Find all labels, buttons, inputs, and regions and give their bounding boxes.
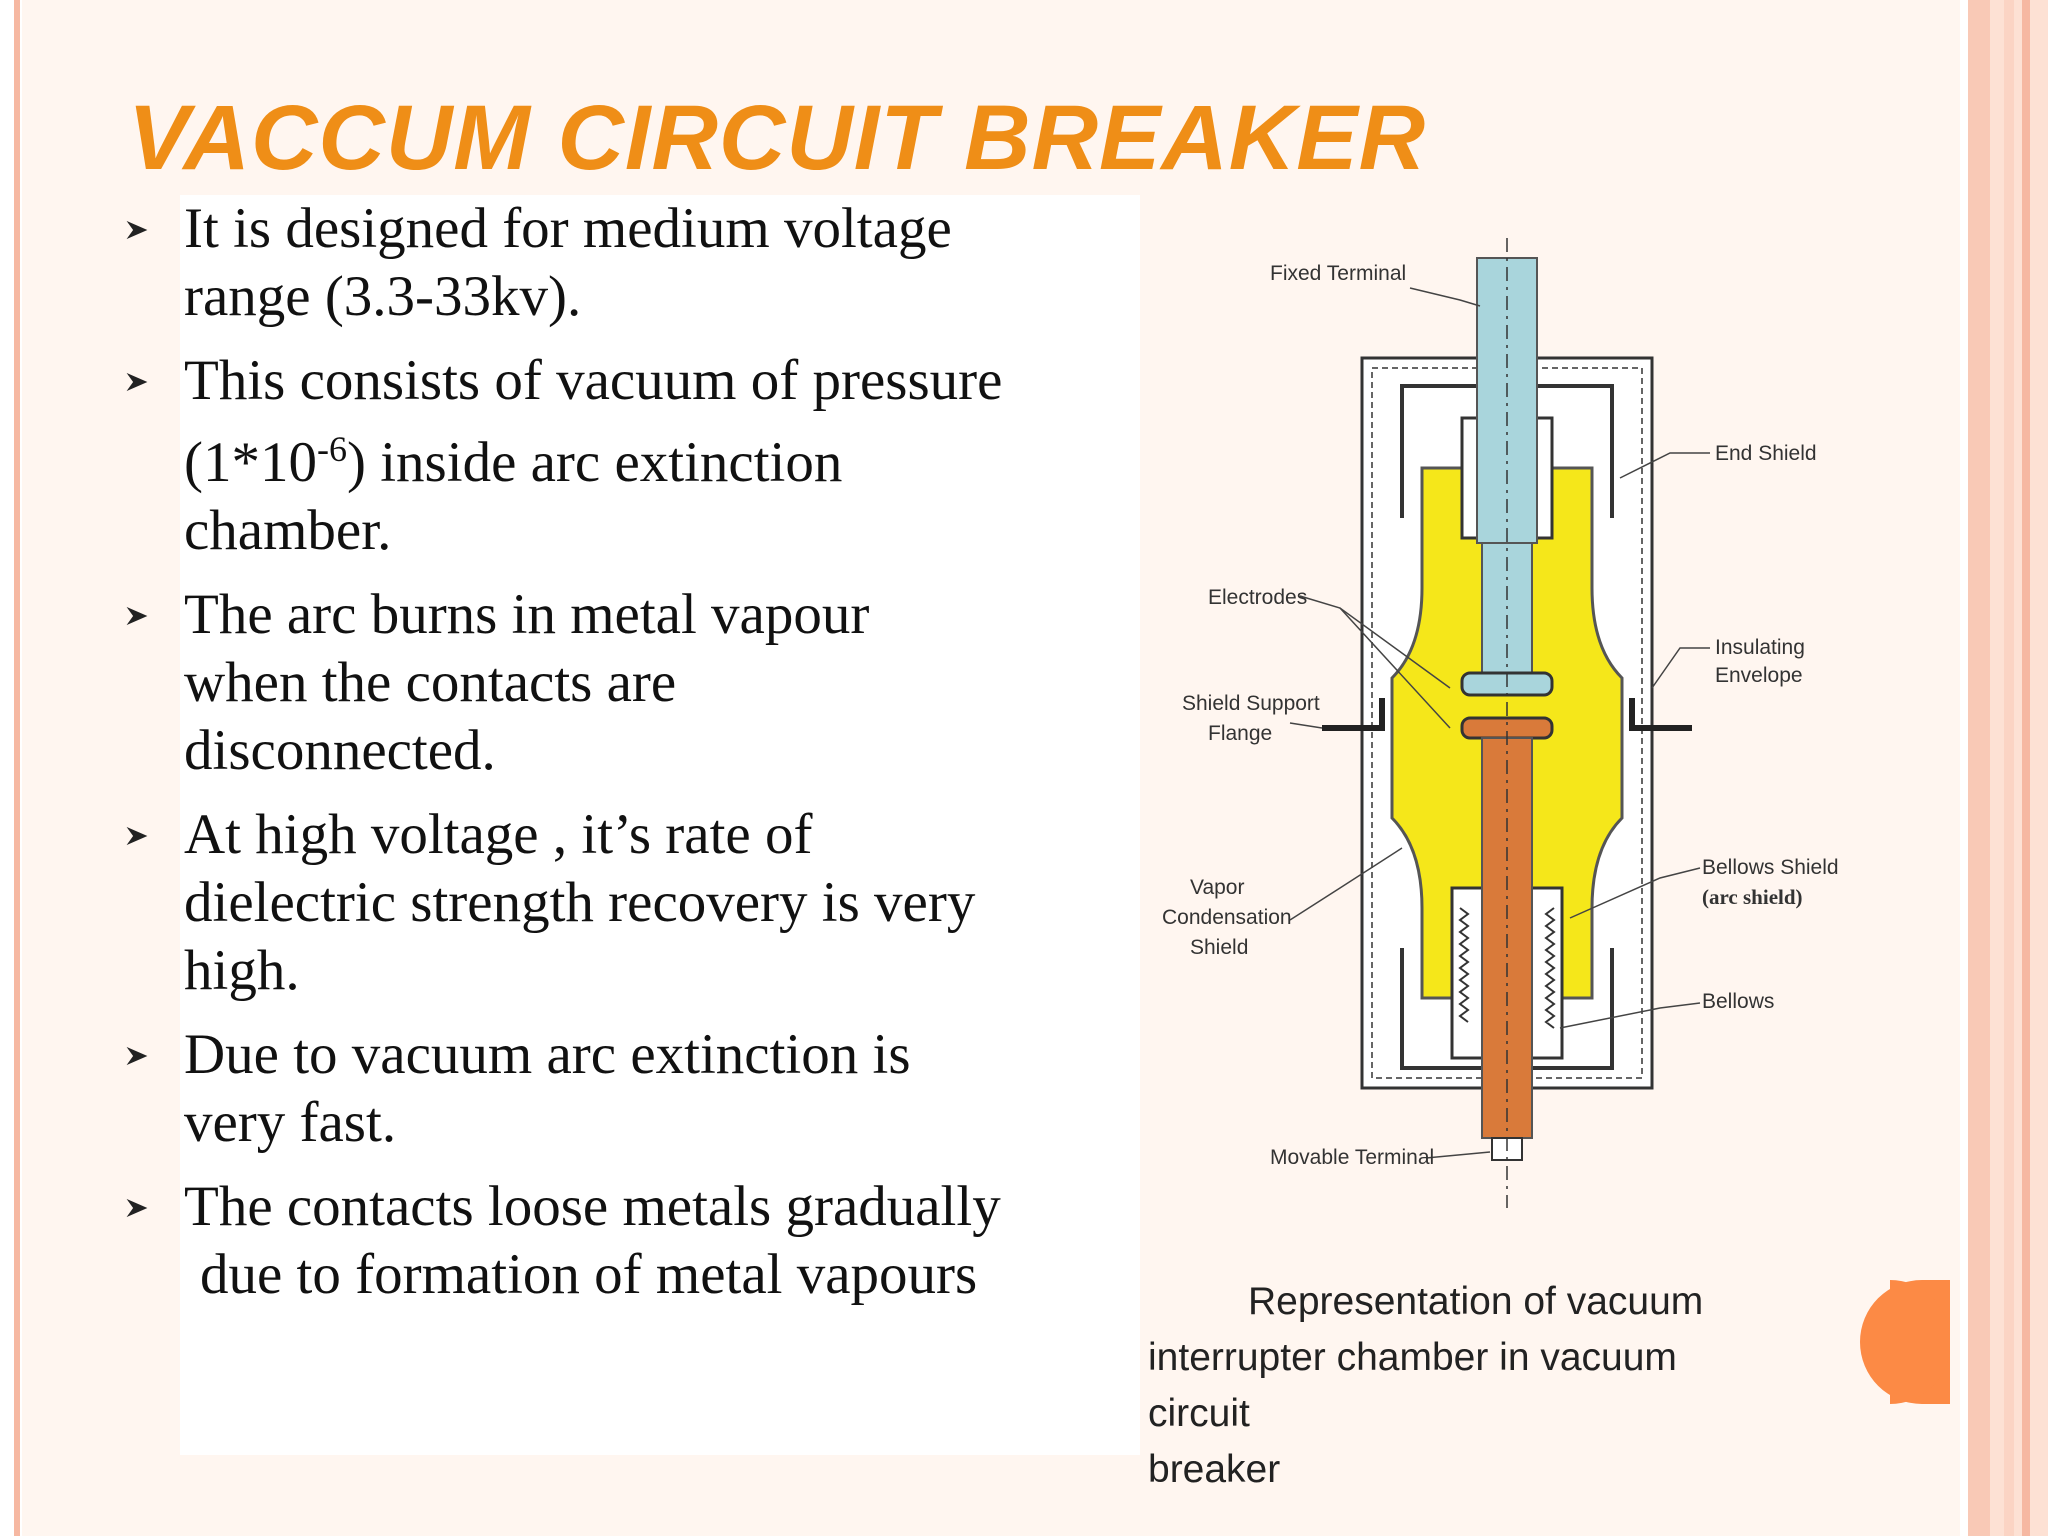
caption-line: Representation of vacuum bbox=[1248, 1280, 1704, 1323]
bullet-line-part: (1*10 bbox=[184, 431, 317, 494]
arrow-bullet-icon bbox=[126, 606, 148, 626]
arrow-bullet-icon bbox=[126, 1046, 148, 1066]
bullet-line-part: ) inside arc extinction bbox=[346, 431, 843, 494]
bullet-item: This consists of vacuum of pressure (1*1… bbox=[126, 347, 1140, 565]
bullet-line: The arc burns in metal vapour bbox=[184, 583, 870, 646]
bullet-line: range (3.3-33kv). bbox=[184, 265, 582, 328]
label-shield-support-1: Shield Support bbox=[1182, 692, 1320, 715]
bullet-item: Due to vacuum arc extinction is very fas… bbox=[126, 1021, 1140, 1157]
bullet-item: At high voltage , it’s rate of dielectri… bbox=[126, 801, 1140, 1005]
shield-support-flange-right bbox=[1629, 698, 1692, 731]
right-border-stripe bbox=[1960, 0, 1968, 1536]
leader-line bbox=[1409, 287, 1481, 307]
bullet-item: The arc burns in metal vapour when the c… bbox=[126, 581, 1140, 785]
right-border-stripe bbox=[1968, 0, 1990, 1536]
bullet-line: very fast. bbox=[184, 1091, 397, 1154]
vacuum-interrupter-diagram: Fixed Terminal End Shield Electrodes Ins… bbox=[1162, 238, 1839, 1208]
bullet-line: due to formation of metal vapours bbox=[200, 1243, 978, 1306]
label-shield-support-2: Flange bbox=[1208, 722, 1272, 745]
left-border-stripe bbox=[14, 0, 20, 1536]
bullet-line: Due to vacuum arc extinction is bbox=[184, 1023, 911, 1086]
bullet-line: (1*10-6) inside arc extinction bbox=[184, 415, 1140, 497]
bellows-right bbox=[1544, 907, 1556, 1029]
arrow-bullet-icon bbox=[126, 220, 148, 240]
leader-line bbox=[1289, 722, 1323, 729]
leader-line bbox=[1425, 1151, 1491, 1159]
leader-line bbox=[1651, 647, 1710, 689]
bullet-item: It is designed for medium voltage range … bbox=[126, 195, 1140, 331]
diagram-caption: Representation of vacuum interrupter cha… bbox=[1148, 1274, 1788, 1498]
bullet-line: high. bbox=[184, 939, 300, 1002]
caption-line: interrupter chamber in vacuum circuit bbox=[1148, 1336, 1677, 1435]
bullet-line: disconnected. bbox=[184, 719, 496, 782]
label-arc-shield: (arc shield) bbox=[1702, 885, 1803, 909]
leader-line bbox=[1289, 847, 1403, 921]
label-insulating-envelope-1: Insulating bbox=[1715, 636, 1805, 659]
bullet-line: This consists of vacuum of pressure bbox=[184, 349, 1003, 412]
right-border-stripe bbox=[2022, 0, 2030, 1536]
bullet-line: when the contacts are bbox=[184, 651, 677, 714]
bullet-line: chamber. bbox=[184, 499, 392, 562]
label-vapor-2: Condensation bbox=[1162, 906, 1292, 929]
leader-line bbox=[1559, 1002, 1701, 1029]
right-border-stripe bbox=[2004, 0, 2014, 1536]
bullet-line: At high voltage , it’s rate of bbox=[184, 803, 813, 866]
arrow-bullet-icon bbox=[126, 372, 148, 392]
bullet-line: The contacts loose metals gradually bbox=[184, 1175, 1001, 1238]
bullet-item: The contacts loose metals gradually due … bbox=[126, 1173, 1140, 1309]
label-vapor-3: Shield bbox=[1190, 936, 1248, 959]
leader-line bbox=[1619, 452, 1710, 479]
label-bellows: Bellows bbox=[1702, 990, 1774, 1013]
leader-line bbox=[1339, 607, 1451, 729]
right-border bbox=[1960, 0, 2048, 1536]
arrow-bullet-icon bbox=[126, 1198, 148, 1218]
label-movable-terminal: Movable Terminal bbox=[1270, 1146, 1434, 1169]
content-panel: It is designed for medium voltage range … bbox=[126, 195, 1140, 1455]
bullet-line: It is designed for medium voltage bbox=[184, 197, 952, 260]
label-bellows-shield: Bellows Shield bbox=[1702, 856, 1839, 879]
label-insulating-envelope-2: Envelope bbox=[1715, 664, 1803, 687]
label-electrodes: Electrodes bbox=[1208, 586, 1307, 609]
bullet-list: It is designed for medium voltage range … bbox=[126, 195, 1140, 1325]
superscript-exponent: -6 bbox=[316, 429, 347, 469]
shield-support-flange-left bbox=[1322, 698, 1385, 731]
slide-title: VACCUM CIRCUIT BREAKER bbox=[128, 87, 1427, 189]
leader-line bbox=[1569, 867, 1701, 919]
bellows-left bbox=[1458, 907, 1470, 1023]
label-fixed-terminal: Fixed Terminal bbox=[1270, 262, 1406, 285]
caption-line: breaker bbox=[1148, 1448, 1281, 1491]
label-vapor-1: Vapor bbox=[1190, 876, 1244, 899]
label-end-shield: End Shield bbox=[1715, 442, 1817, 465]
left-border bbox=[0, 0, 22, 1536]
bullet-line: dielectric strength recovery is very bbox=[184, 871, 976, 934]
arrow-bullet-icon bbox=[126, 826, 148, 846]
